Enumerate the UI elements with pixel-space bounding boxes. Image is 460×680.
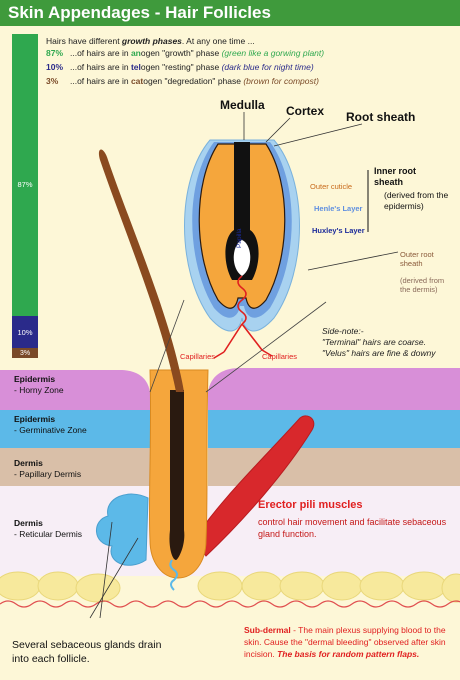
layer-papillary-dermis: Dermis- Papillary Dermis — [14, 458, 82, 479]
anagen-bar-label: 87% — [17, 180, 33, 189]
anagen-bar — [12, 34, 38, 316]
erector-pili-muscle — [193, 415, 315, 557]
outer-cuticle-label: Outer cuticle — [310, 182, 353, 191]
papilla — [233, 240, 251, 276]
erector-title: Erector pili muscles — [258, 499, 363, 511]
sidenote-velus: "Velus" hairs are fine & downy — [322, 348, 436, 358]
catagen-bar — [12, 348, 38, 358]
hair-shaft — [98, 149, 184, 392]
subdermal-text: Sub-dermal - The main plexus supplying b… — [244, 625, 446, 659]
lower-hair-shaft — [169, 390, 185, 560]
huxleys-layer-label: Huxley's Layer — [312, 226, 365, 235]
horny-zone-left — [0, 370, 150, 410]
horny-zone-right — [208, 368, 460, 410]
catagen-bar-label: 3% — [19, 350, 31, 357]
phase-anagen: 87%...of hairs are in anogen "growth" ph… — [46, 48, 325, 58]
capillary-branches — [213, 323, 273, 359]
cortex-label: Cortex — [286, 104, 325, 118]
lower-papilla — [169, 559, 178, 591]
henles-layer-label: Henle's Layer — [314, 204, 363, 213]
sidenote-terminal: "Terminal" hairs are coarse. — [322, 337, 426, 347]
title-bar — [0, 0, 460, 26]
capillaries-label-left: Capillaries — [180, 352, 216, 361]
cortex-leader — [265, 117, 291, 143]
erector-desc: control hair movement and facilitate seb… — [258, 517, 447, 539]
papilla-label: Papilla — [236, 228, 243, 248]
papillary-dermis-left — [0, 448, 150, 486]
medulla — [225, 142, 259, 280]
germinative-zone-left — [0, 410, 150, 448]
zoom-line-right — [205, 301, 327, 393]
phase-telogen: 10%...of hairs are in telogen "resting" … — [46, 62, 314, 72]
gland-leader-1 — [89, 537, 139, 619]
page-title: Skin Appendages - Hair Follicles — [8, 3, 271, 22]
sebaceous-glands-note: Several sebaceous glands drain into each… — [12, 639, 162, 665]
sidenote: Side-note:- "Terminal" hairs are coarse.… — [322, 326, 435, 359]
phase-catagen: 3%...of hairs are in catogen "degredatio… — [46, 76, 319, 86]
inner-root-sheath-label: Inner root sheath — [374, 166, 416, 187]
gland-leader-2 — [99, 521, 113, 619]
layer-horny-zone: Epidermis- Horny Zone — [14, 374, 64, 395]
telogen-bar-label: 10% — [17, 328, 33, 337]
intro-text: Hairs have different growth phases. At a… — [46, 36, 255, 46]
root-sheath-label: Root sheath — [346, 110, 416, 124]
outer-root-sheath-label: Outer root sheath — [400, 250, 434, 268]
capillary-loop — [237, 275, 247, 325]
sebaceous-gland — [96, 493, 149, 566]
capillaries-label-right: Capillaries — [262, 352, 298, 361]
outer-root-sheath-note: (derived from the dermis) — [400, 276, 445, 294]
root-sheath-leader — [273, 123, 363, 147]
outer-sheath-leader — [307, 251, 399, 271]
medulla-label: Medulla — [220, 98, 265, 112]
germinative-zone-right — [208, 410, 460, 448]
zoom-line-left — [149, 299, 185, 393]
sidenote-heading: Side-note:- — [322, 326, 364, 336]
fat-lobules — [0, 571, 460, 603]
layer-germinative-zone: Epidermis- Germinative Zone — [14, 414, 87, 435]
layer-reticular-dermis: Dermis- Reticular Dermis — [14, 518, 83, 539]
telogen-bar — [12, 316, 38, 348]
subdermal-plexus — [0, 600, 460, 608]
inner-root-sheath-note: (derived from the epidermis) — [384, 190, 449, 211]
